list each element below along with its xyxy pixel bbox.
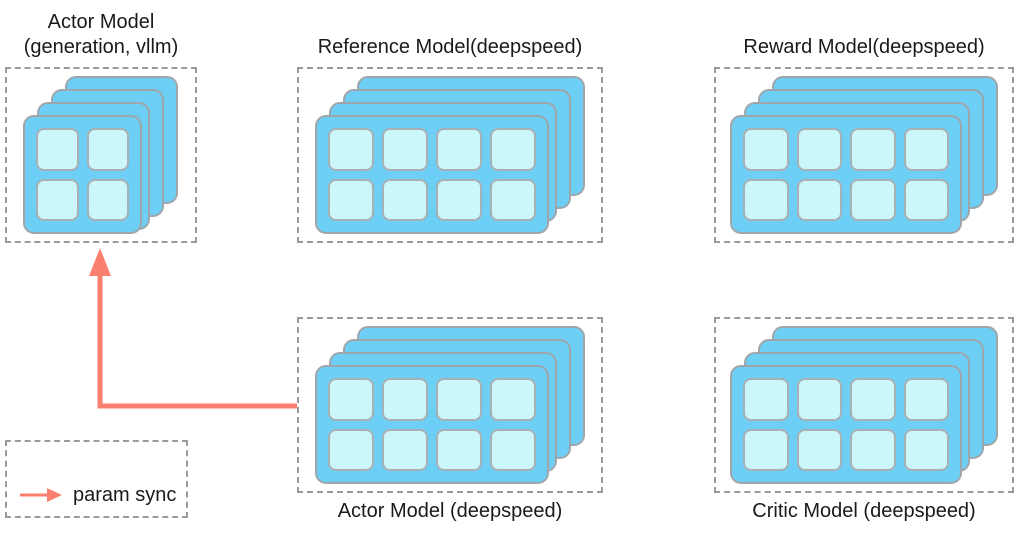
dashed-container-actor-deepspeed bbox=[297, 317, 603, 493]
caption-line-1: Actor Model bbox=[47, 11, 155, 33]
card-cell bbox=[328, 378, 374, 421]
legend-box: param sync bbox=[5, 440, 188, 518]
card-layer-1 bbox=[315, 115, 549, 234]
card-cell bbox=[850, 378, 896, 421]
caption-actor-model-vllm: Actor Model (generation, vllm) bbox=[24, 10, 179, 60]
card-cell bbox=[850, 428, 896, 471]
card-layer-1 bbox=[730, 115, 962, 234]
card-stack-reference bbox=[315, 76, 585, 234]
card-cell bbox=[490, 128, 536, 171]
dashed-container-critic bbox=[714, 317, 1014, 493]
card-cell bbox=[850, 178, 896, 221]
card-cell bbox=[490, 378, 536, 421]
card-cell bbox=[796, 378, 842, 421]
card-layer-1 bbox=[730, 365, 962, 484]
caption-line-1: Critic Model (deepspeed) bbox=[752, 500, 976, 522]
card-cell bbox=[796, 128, 842, 171]
card-stack-reward bbox=[730, 76, 998, 234]
card-cell bbox=[903, 428, 949, 471]
group-critic-model: Critic Model (deepspeed) bbox=[714, 317, 1014, 522]
card-cell bbox=[382, 128, 428, 171]
param-sync-line bbox=[97, 270, 297, 409]
legend-label-param-sync: param sync bbox=[73, 484, 177, 506]
card-cell bbox=[382, 378, 428, 421]
card-cell bbox=[436, 428, 482, 471]
caption-line-1: Reward Model(deepspeed) bbox=[743, 36, 985, 58]
group-reward-model: Reward Model(deepspeed) bbox=[714, 36, 1014, 243]
card-cell bbox=[436, 378, 482, 421]
card-cell bbox=[743, 378, 789, 421]
caption-line-2: (generation, vllm) bbox=[23, 36, 179, 58]
card-cell bbox=[436, 178, 482, 221]
card-cell bbox=[743, 178, 789, 221]
card-cell bbox=[86, 178, 129, 221]
card-layer-1 bbox=[315, 365, 549, 484]
card-cell bbox=[382, 178, 428, 221]
dashed-container-reference bbox=[297, 67, 603, 243]
card-stack-actor-deepspeed bbox=[315, 326, 585, 484]
card-cell bbox=[850, 128, 896, 171]
card-cell bbox=[36, 178, 79, 221]
card-cell bbox=[903, 378, 949, 421]
dashed-container-reward bbox=[714, 67, 1014, 243]
card-cell bbox=[328, 428, 374, 471]
group-actor-model-deepspeed: Actor Model (deepspeed) bbox=[297, 317, 603, 522]
card-cell bbox=[490, 428, 536, 471]
card-cell bbox=[328, 178, 374, 221]
card-stack-critic bbox=[730, 326, 998, 484]
dashed-container-legend bbox=[5, 440, 188, 518]
card-cell bbox=[796, 178, 842, 221]
card-cell bbox=[903, 178, 949, 221]
caption-reference-model: Reference Model(deepspeed) bbox=[318, 35, 583, 60]
caption-reward-model: Reward Model(deepspeed) bbox=[743, 35, 984, 60]
group-actor-model-vllm: Actor Model (generation, vllm) bbox=[5, 11, 197, 243]
caption-line-1: Actor Model (deepspeed) bbox=[337, 500, 563, 522]
card-cell bbox=[382, 428, 428, 471]
param-sync-arrowhead bbox=[89, 248, 111, 276]
card-cell bbox=[436, 128, 482, 171]
card-stack-actor-vllm bbox=[23, 76, 178, 234]
card-cell bbox=[796, 428, 842, 471]
card-cell bbox=[743, 428, 789, 471]
legend-entry-param-sync: param sync bbox=[19, 484, 176, 506]
card-cell bbox=[328, 128, 374, 171]
caption-actor-model-deepspeed: Actor Model (deepspeed) bbox=[338, 499, 563, 524]
caption-critic-model: Critic Model (deepspeed) bbox=[752, 499, 975, 524]
arrow-right-icon bbox=[20, 488, 62, 502]
card-cell bbox=[743, 128, 789, 171]
card-cell bbox=[36, 128, 79, 171]
group-reference-model: Reference Model(deepspeed) bbox=[297, 36, 603, 243]
card-cell bbox=[490, 178, 536, 221]
caption-line-1: Reference Model(deepspeed) bbox=[317, 36, 583, 58]
card-layer-1 bbox=[23, 115, 142, 234]
card-cell bbox=[903, 128, 949, 171]
dashed-container-actor-vllm bbox=[5, 67, 197, 243]
card-cell bbox=[86, 128, 129, 171]
